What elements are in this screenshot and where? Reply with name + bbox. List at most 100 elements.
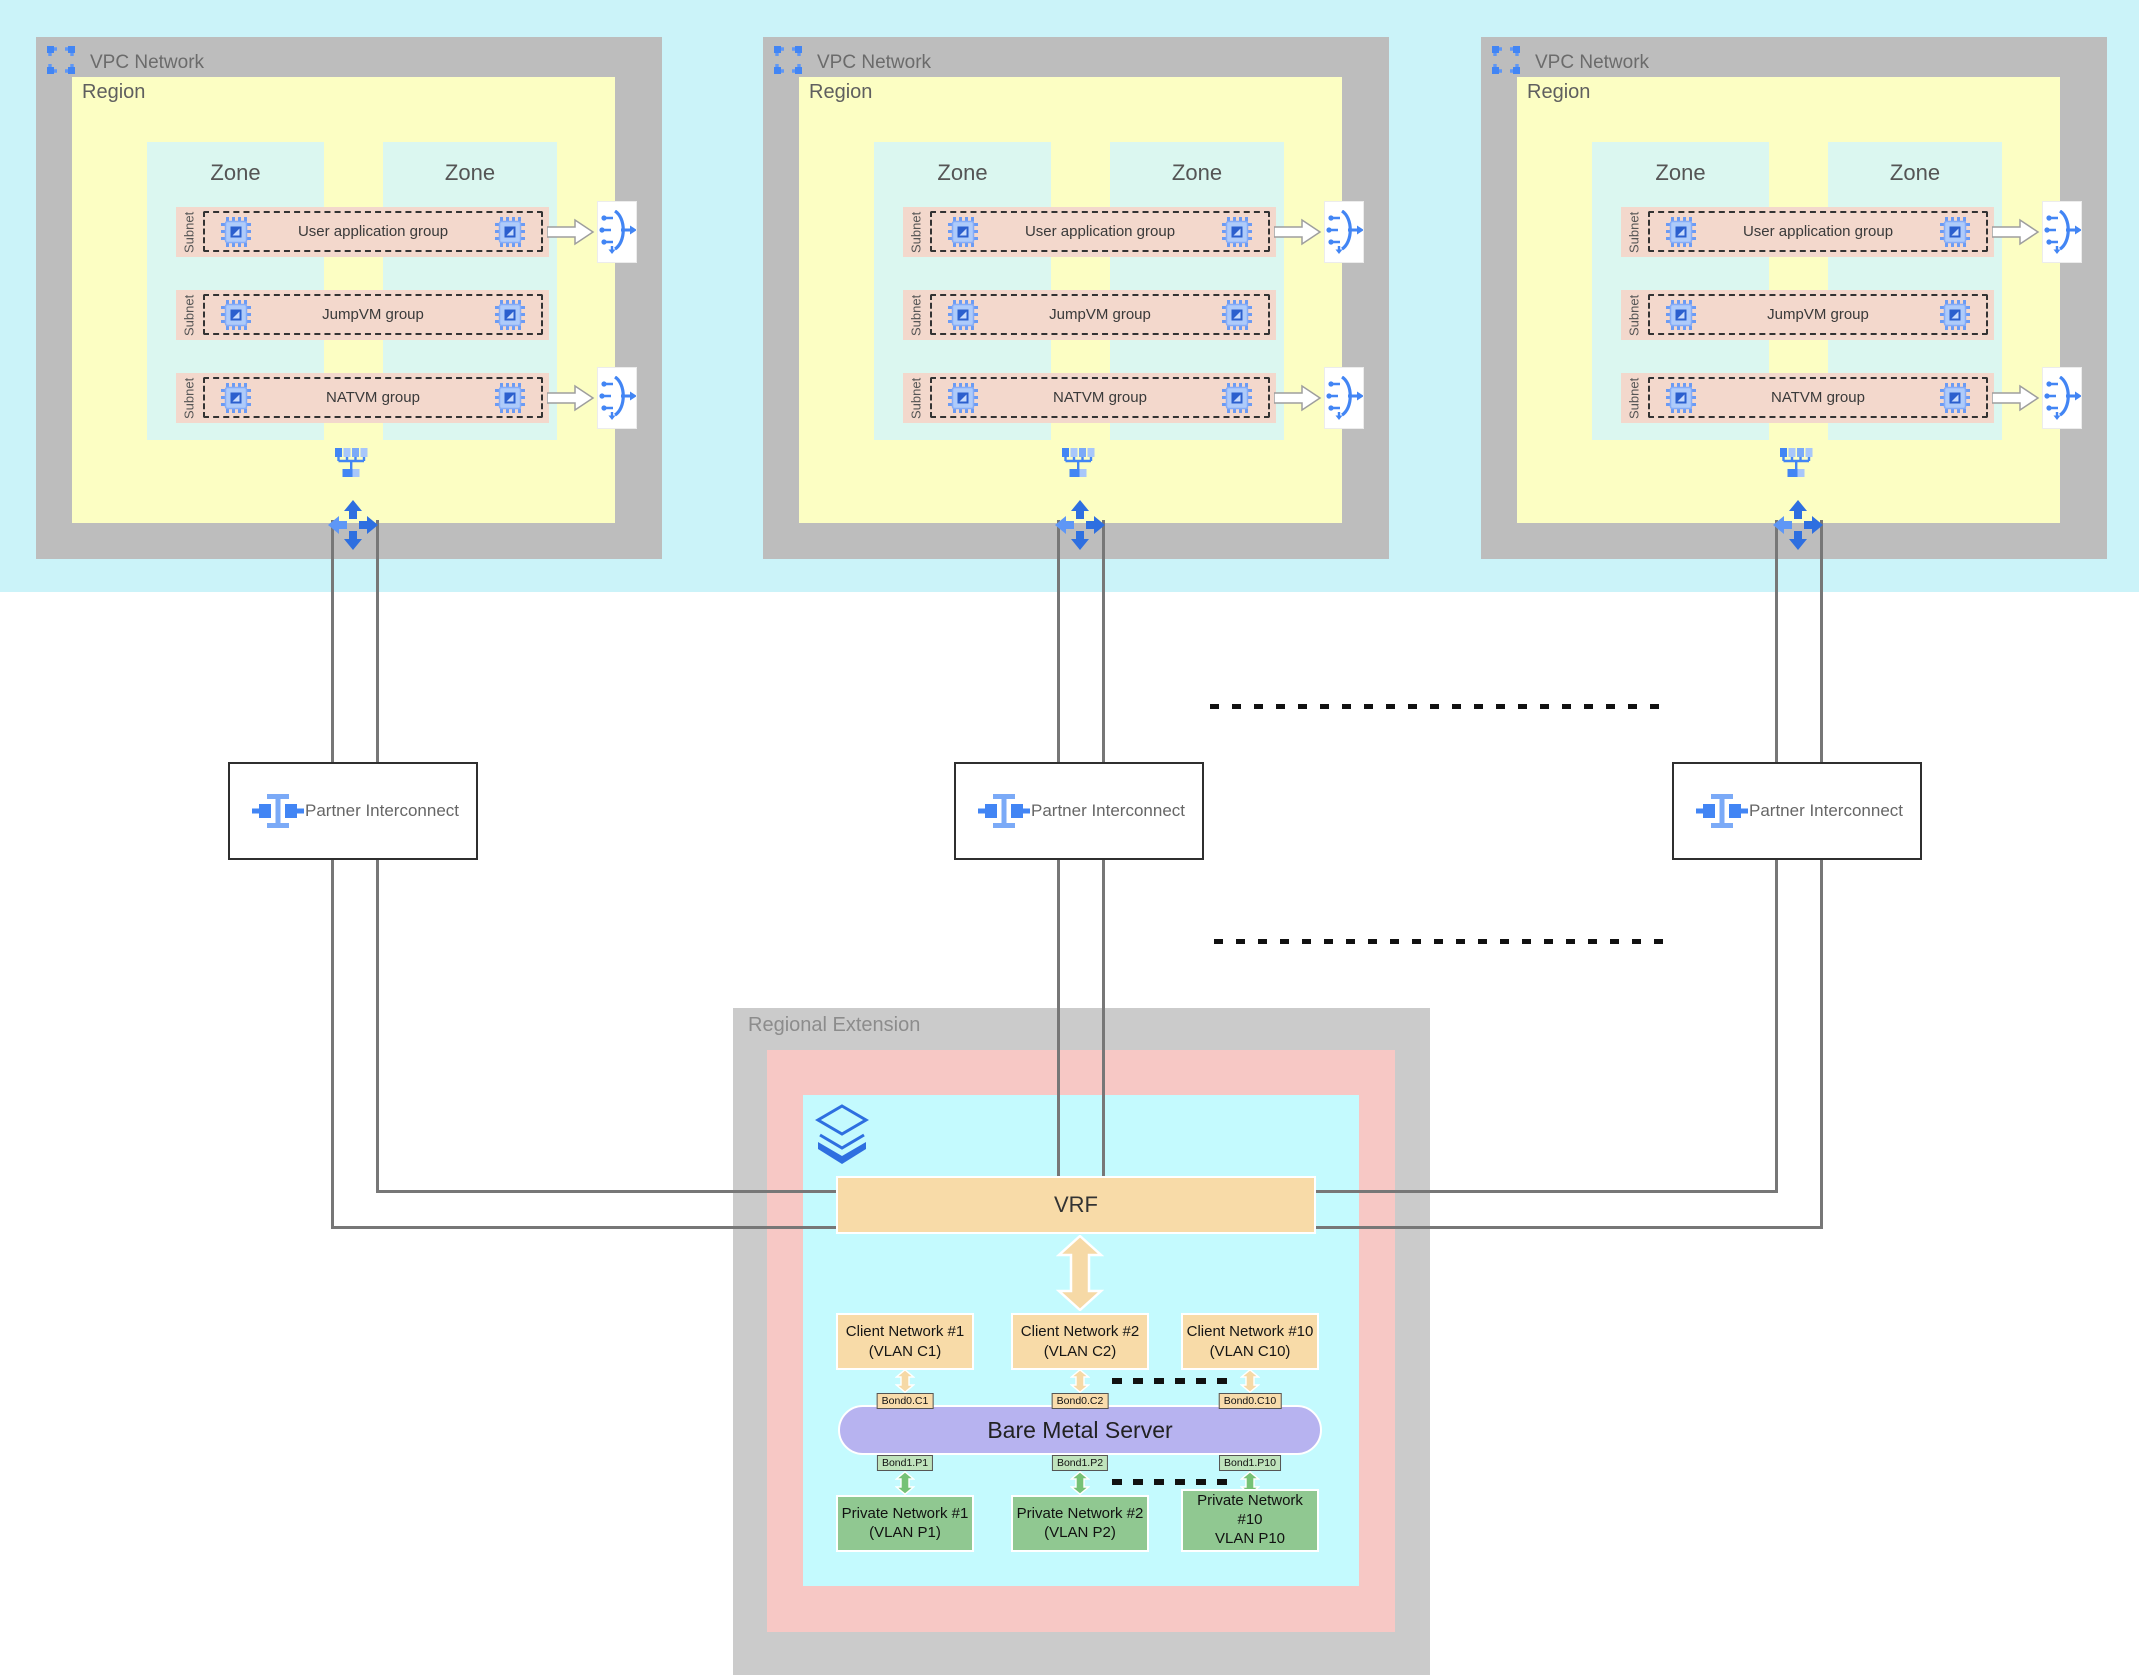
private-network-name: Private Network #2 bbox=[1016, 1504, 1144, 1522]
instance-group-box: JumpVM group bbox=[930, 294, 1270, 335]
connector-line bbox=[1102, 860, 1105, 1176]
vrf-double-arrow bbox=[1056, 1234, 1104, 1316]
vpc-network-3: VPC Network Region Zone Zone Subnet User… bbox=[1481, 37, 2107, 559]
vm-instance-icon bbox=[947, 216, 979, 252]
bond-arrow-green bbox=[895, 1471, 915, 1495]
subnet-row-user-app: Subnet User application group bbox=[903, 207, 1276, 257]
flow-arrow bbox=[1273, 218, 1322, 251]
group-label: JumpVM group bbox=[1767, 306, 1869, 323]
connector-line bbox=[331, 1226, 836, 1229]
group-label: User application group bbox=[297, 223, 449, 240]
subnet-row-jumpvm: Subnet JumpVM group bbox=[1621, 290, 1994, 340]
cloud-router-icon bbox=[1773, 500, 1823, 555]
partner-interconnect-label: Partner Interconnect bbox=[1030, 801, 1186, 821]
subnet-row-natvm: Subnet NATVM group bbox=[903, 373, 1276, 423]
vpc-network-icon bbox=[772, 44, 804, 79]
region-label: Region bbox=[809, 81, 873, 103]
group-label: User application group bbox=[1024, 223, 1176, 240]
private-network-name: Private Network bbox=[1197, 1492, 1303, 1510]
network-switch-icon bbox=[1778, 446, 1814, 483]
connector-line bbox=[1057, 860, 1060, 1176]
load-balancer-icon bbox=[1324, 367, 1364, 429]
client-network-2: Client Network #2 (VLAN C2) bbox=[1011, 1313, 1149, 1370]
client-network-10: Client Network #10 (VLAN C10) bbox=[1181, 1313, 1319, 1370]
bond0-label: Bond0.C2 bbox=[1051, 1393, 1109, 1409]
flow-arrow bbox=[1991, 384, 2040, 417]
zone-label: Zone bbox=[1655, 160, 1706, 185]
connector-line bbox=[1316, 1226, 1820, 1229]
flow-arrow bbox=[1991, 218, 2040, 251]
load-balancer-icon bbox=[2042, 367, 2082, 429]
bond-arrow-orange bbox=[1240, 1369, 1260, 1393]
vm-instance-icon bbox=[1665, 382, 1697, 418]
private-network-number: #10 bbox=[1237, 1511, 1263, 1529]
load-balancer-icon bbox=[597, 201, 637, 263]
interconnect-icon bbox=[252, 792, 304, 830]
instance-group-box: User application group bbox=[930, 211, 1270, 252]
vm-instance-icon bbox=[947, 299, 979, 335]
instance-group-box: NATVM group bbox=[203, 377, 543, 418]
network-switch-icon bbox=[333, 446, 369, 483]
subnet-label: Subnet bbox=[908, 211, 924, 253]
vm-instance-icon bbox=[947, 382, 979, 418]
subnet-label: Subnet bbox=[1626, 377, 1642, 419]
vpc-network-1: VPC Network Region Zone Zone Subnet User… bbox=[36, 37, 662, 559]
group-label: NATVM group bbox=[1771, 389, 1865, 406]
connector-line bbox=[1102, 520, 1105, 762]
client-network-vlan: (VLAN C10) bbox=[1209, 1342, 1291, 1360]
subnet-label: Subnet bbox=[908, 294, 924, 336]
bond1-label: Bond1.P2 bbox=[1051, 1455, 1109, 1471]
partner-interconnect-2: Partner Interconnect bbox=[954, 762, 1204, 860]
continuation-dots bbox=[1112, 1378, 1230, 1384]
vpc-header: VPC Network bbox=[1490, 44, 1649, 79]
instance-group-box: JumpVM group bbox=[1648, 294, 1988, 335]
continuation-dots bbox=[1214, 939, 1676, 944]
vm-instance-icon bbox=[1221, 216, 1253, 252]
partner-interconnect-1: Partner Interconnect bbox=[228, 762, 478, 860]
instance-group-box: JumpVM group bbox=[203, 294, 543, 335]
zone-label: Zone bbox=[1171, 160, 1223, 185]
cloud-router-icon bbox=[328, 500, 378, 555]
vpc-header: VPC Network bbox=[45, 44, 204, 79]
network-switch-icon bbox=[1060, 446, 1096, 483]
vm-instance-icon bbox=[494, 299, 526, 335]
vm-instance-icon bbox=[220, 299, 252, 335]
group-label: User application group bbox=[1742, 223, 1894, 240]
flow-arrow bbox=[1273, 384, 1322, 417]
instance-group-box: NATVM group bbox=[930, 377, 1270, 418]
bond-arrow-orange bbox=[1070, 1369, 1090, 1393]
vm-instance-icon bbox=[1221, 299, 1253, 335]
connector-line bbox=[1316, 1190, 1775, 1193]
interconnect-icon bbox=[978, 792, 1030, 830]
vpc-network-icon bbox=[1490, 44, 1522, 79]
subnet-row-user-app: Subnet User application group bbox=[176, 207, 549, 257]
connector-line bbox=[1820, 520, 1823, 762]
subnet-row-natvm: Subnet NATVM group bbox=[176, 373, 549, 423]
private-network-vlan: (VLAN P2) bbox=[1044, 1523, 1116, 1541]
subnet-row-natvm: Subnet NATVM group bbox=[1621, 373, 1994, 423]
region-label: Region bbox=[82, 81, 146, 103]
partner-interconnect-3: Partner Interconnect bbox=[1672, 762, 1922, 860]
bond1-label: Bond1.P10 bbox=[1219, 1455, 1281, 1471]
instance-group-box: User application group bbox=[203, 211, 543, 252]
group-label: JumpVM group bbox=[1049, 306, 1151, 323]
continuation-dots bbox=[1210, 704, 1672, 709]
bond0-label: Bond0.C10 bbox=[1218, 1393, 1282, 1409]
bond-arrow-orange bbox=[895, 1369, 915, 1393]
connector-line bbox=[376, 860, 379, 1193]
private-network-vlan: (VLAN P1) bbox=[869, 1523, 941, 1541]
vpc-title: VPC Network bbox=[817, 51, 932, 73]
load-balancer-icon bbox=[2042, 201, 2082, 263]
bond0-label: Bond0.C1 bbox=[876, 1393, 934, 1409]
connector-line bbox=[1057, 520, 1060, 762]
instance-group-box: User application group bbox=[1648, 211, 1988, 252]
subnet-row-user-app: Subnet User application group bbox=[1621, 207, 1994, 257]
group-label: NATVM group bbox=[1053, 389, 1147, 406]
load-balancer-icon bbox=[597, 367, 637, 429]
subnet-label: Subnet bbox=[908, 377, 924, 419]
client-network-1: Client Network #1 (VLAN C1) bbox=[836, 1313, 974, 1370]
private-network-vlan: VLAN P10 bbox=[1214, 1529, 1286, 1547]
group-label: NATVM group bbox=[326, 389, 420, 406]
flow-arrow bbox=[546, 218, 595, 251]
